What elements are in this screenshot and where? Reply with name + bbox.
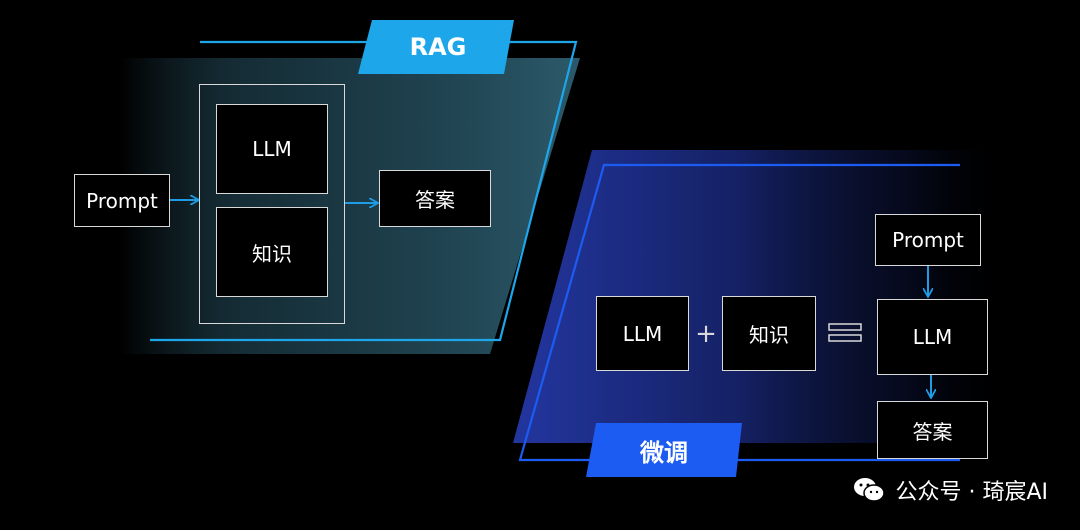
rag-answer-box: 答案: [379, 170, 491, 227]
equals-icon: [828, 323, 862, 342]
finetune-knowledge-box: 知识: [722, 296, 816, 371]
wechat-icon: [854, 478, 886, 502]
finetune-result-llm-box: LLM: [877, 299, 988, 375]
rag-panel: [120, 58, 580, 354]
rag-model-frame: [199, 84, 345, 324]
finetune-llm-box: LLM: [596, 296, 689, 371]
watermark: 公众号 · 琦宸AI: [853, 474, 1048, 506]
finetune-tag-background: [586, 423, 742, 477]
rag-tag-background: [358, 20, 514, 74]
finetune-tag: 微调: [640, 438, 688, 467]
rag-knowledge-box: 知识: [216, 207, 328, 297]
rag-tag: RAG: [409, 33, 467, 61]
rag-llm-box: LLM: [216, 104, 328, 194]
plus-icon: +: [695, 319, 717, 349]
finetune-answer-box: 答案: [877, 401, 988, 459]
finetune-panel-outline: [518, 163, 960, 462]
finetune-prompt-box: Prompt: [875, 214, 981, 266]
watermark-text: 公众号 · 琦宸AI: [895, 480, 1048, 505]
rag-prompt-box: Prompt: [74, 174, 170, 227]
